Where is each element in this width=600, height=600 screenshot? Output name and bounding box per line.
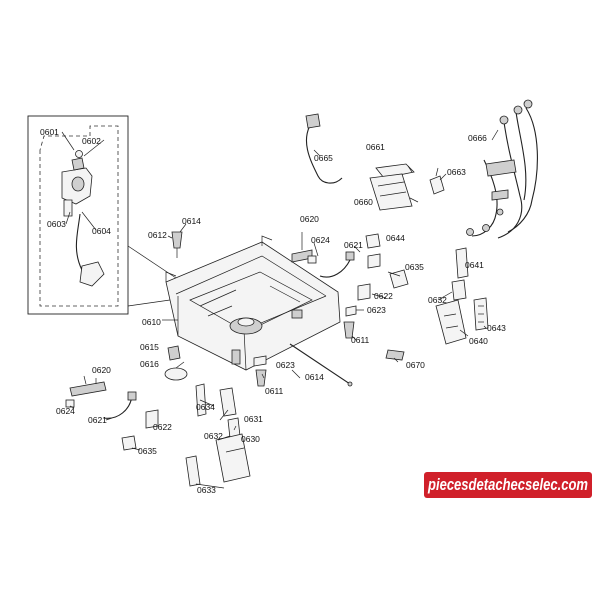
- part-0616-float: [164, 367, 188, 381]
- callout-0643: 0643: [487, 323, 506, 333]
- part-0635-top: [389, 269, 409, 289]
- leader-lines: [69, 129, 499, 489]
- part-0665-hose: [305, 113, 343, 184]
- callout-0634: 0634: [196, 402, 215, 412]
- callout-0632-right: 0632: [428, 295, 447, 305]
- callout-0644: 0644: [386, 233, 405, 243]
- part-0614-cable: [289, 343, 353, 387]
- part-0623-bottom: [253, 355, 267, 367]
- callout-0635-top: 0635: [405, 262, 424, 272]
- part-0624-clip-bottom: [65, 399, 75, 408]
- callout-0620-top: 0620: [300, 214, 319, 224]
- callout-0633: 0633: [197, 485, 216, 495]
- part-0612-foot: [167, 231, 183, 258]
- part-0634: [195, 383, 207, 417]
- callout-0630: 0630: [241, 434, 260, 444]
- callout-0665: 0665: [314, 153, 333, 163]
- callout-0610: 0610: [142, 317, 161, 327]
- callout-0621-top: 0621: [344, 240, 363, 250]
- part-0623-top: [345, 305, 357, 317]
- callout-0601: 0601: [40, 127, 59, 137]
- watermark-text: piecesdetachecselec.com: [427, 476, 588, 494]
- callout-0614-bottom: 0614: [305, 372, 324, 382]
- callout-0603: 0603: [47, 219, 66, 229]
- part-0631: [219, 387, 237, 417]
- part-0643: [473, 297, 489, 331]
- callout-0635-bottom: 0635: [138, 446, 157, 456]
- part-0640-bracket: [435, 299, 467, 345]
- part-0661-0660-sensor-box: [369, 163, 415, 211]
- part-0632-right: [451, 279, 467, 301]
- part-0620-rail-top: [291, 232, 313, 263]
- part-0630-bracket: [215, 433, 251, 483]
- callout-0624-top: 0624: [311, 235, 330, 245]
- callout-0604: 0604: [92, 226, 111, 236]
- callout-0670: 0670: [406, 360, 425, 370]
- callout-0623-bottom: 0623: [276, 360, 295, 370]
- part-0621-sensor-bottom: [103, 391, 137, 419]
- callout-0632-left: 0632: [204, 431, 223, 441]
- part-0611-foot-right: [343, 321, 355, 339]
- part-0615: [167, 345, 181, 361]
- part-0621-sensor-top: [319, 251, 355, 278]
- callout-0611-bottom: 0611: [265, 386, 284, 396]
- callout-0660: 0660: [354, 197, 373, 207]
- part-0644: [365, 233, 381, 269]
- callout-0622-top: 0622: [374, 291, 393, 301]
- watermark-banner: piecesdetachecselec.com: [424, 472, 592, 498]
- callout-0631: 0631: [244, 414, 263, 424]
- callout-0640: 0640: [469, 336, 488, 346]
- callout-0612: 0612: [148, 230, 167, 240]
- base-frame: [162, 235, 341, 371]
- callout-0623-top: 0623: [367, 305, 386, 315]
- callout-0666: 0666: [468, 133, 487, 143]
- part-0670: [385, 349, 405, 361]
- part-0622-bottom: [145, 409, 159, 429]
- part-0663: [429, 167, 445, 195]
- callout-0641: 0641: [465, 260, 484, 270]
- callout-0621-bottom: 0621: [88, 415, 107, 425]
- callout-0602: 0602: [82, 136, 101, 146]
- part-0635-bottom: [121, 435, 137, 451]
- callout-0661: 0661: [366, 142, 385, 152]
- callout-0622-bottom: 0622: [153, 422, 172, 432]
- callout-0663: 0663: [447, 167, 466, 177]
- watermark-background: [424, 472, 592, 498]
- part-0622-top: [357, 283, 371, 301]
- detail-inset: [27, 115, 177, 315]
- part-0624-clip-top: [307, 255, 317, 264]
- callout-0624-bottom: 0624: [56, 406, 75, 416]
- part-0641: [455, 247, 469, 279]
- callout-0614-top: 0614: [182, 216, 201, 226]
- callout-0611-top: 0611: [351, 335, 370, 345]
- callout-0620-bottom: 0620: [92, 365, 111, 375]
- part-0633: [185, 455, 201, 487]
- part-0611-foot-left: [255, 369, 267, 387]
- part-0666-harness: [466, 99, 538, 239]
- callout-labels: 0601 0602 0603 0604 0610 0614 0612 0620 …: [40, 127, 506, 495]
- callout-0616: 0616: [140, 359, 159, 369]
- callout-0615: 0615: [140, 342, 159, 352]
- part-0620-rail-bottom: [69, 378, 107, 397]
